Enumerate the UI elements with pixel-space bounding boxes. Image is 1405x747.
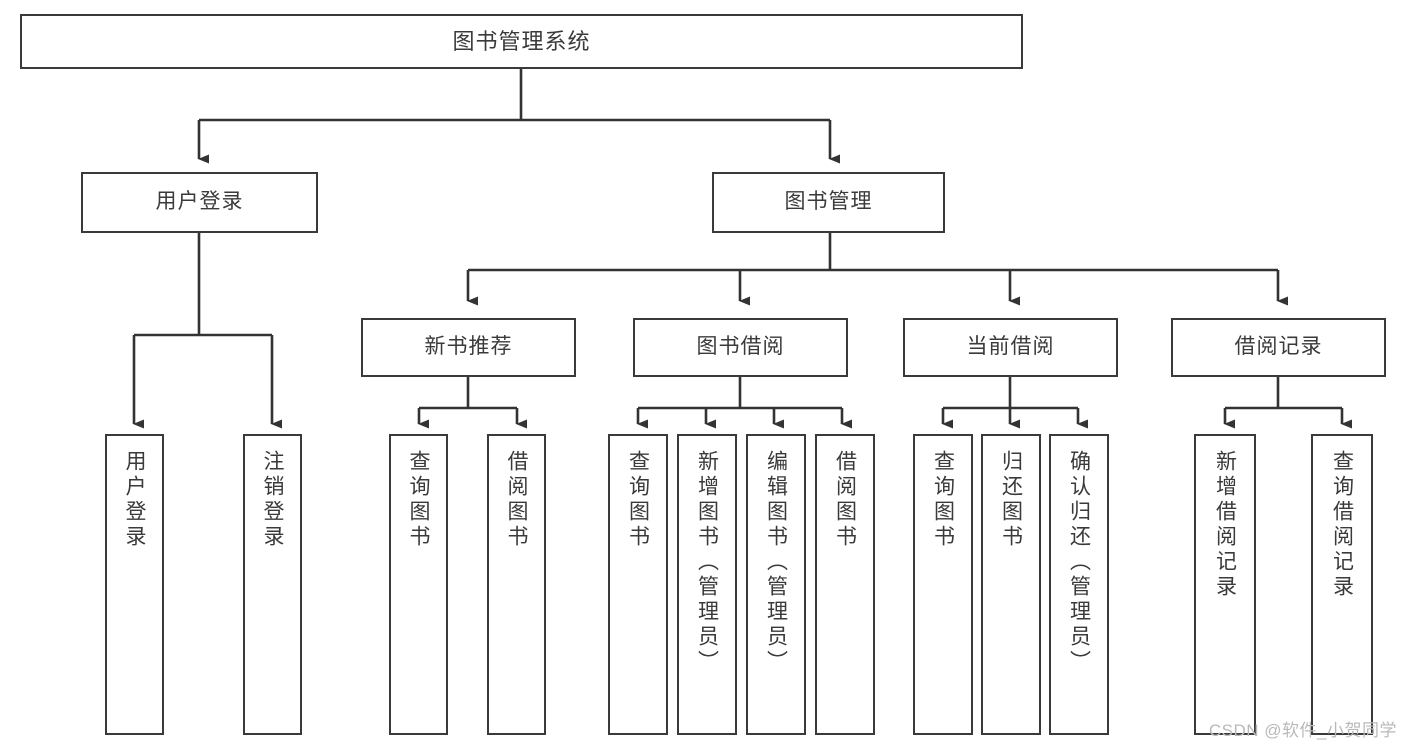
node-leaf-book-borrow-borrow[interactable]: 借阅图书 [815,434,875,735]
node-leaf-book-borrow-add-label: 新增图书（管理员） [695,450,719,675]
node-leaf-user-login-logout[interactable]: 注销登录 [243,434,302,735]
node-leaf-book-borrow-query[interactable]: 查询图书 [608,434,668,735]
node-book-borrow[interactable]: 图书借阅 [633,318,848,377]
node-book-borrow-label: 图书借阅 [696,335,785,359]
node-leaf-current-borrow-query[interactable]: 查询图书 [913,434,973,735]
csdn-watermark: CSDN @软件_小贺同学 [1208,721,1397,740]
node-leaf-borrow-record-add[interactable]: 新增借阅记录 [1194,434,1256,735]
node-leaf-user-login-login[interactable]: 用户登录 [105,434,164,735]
node-leaf-book-borrow-query-label: 查询图书 [626,450,650,550]
node-leaf-new-book-borrow-label: 借阅图书 [505,450,528,550]
node-leaf-new-book-borrow[interactable]: 借阅图书 [487,434,546,735]
node-leaf-current-borrow-return-label: 归还图书 [999,450,1023,550]
node-borrow-record[interactable]: 借阅记录 [1171,318,1386,377]
node-leaf-borrow-record-query-label: 查询借阅记录 [1330,450,1354,600]
node-leaf-new-book-query-label: 查询图书 [407,450,430,550]
node-new-book-recommend[interactable]: 新书推荐 [361,318,576,377]
node-leaf-borrow-record-add-label: 新增借阅记录 [1213,450,1237,600]
node-leaf-book-borrow-add[interactable]: 新增图书（管理员） [677,434,737,735]
node-leaf-current-borrow-confirm-label: 确认归还（管理员） [1067,450,1091,675]
node-new-book-recommend-label: 新书推荐 [424,335,513,359]
node-leaf-book-borrow-edit-label: 编辑图书（管理员） [764,450,788,675]
node-book-manage-label: 图书管理 [784,190,873,214]
node-leaf-user-login-login-label: 用户登录 [123,450,146,550]
node-borrow-record-label: 借阅记录 [1234,335,1323,359]
node-leaf-current-borrow-confirm[interactable]: 确认归还（管理员） [1049,434,1109,735]
node-user-login-label: 用户登录 [155,190,244,214]
node-leaf-user-login-logout-label: 注销登录 [261,450,284,550]
node-user-login[interactable]: 用户登录 [81,172,318,233]
node-current-borrow[interactable]: 当前借阅 [903,318,1118,377]
node-leaf-current-borrow-query-label: 查询图书 [931,450,955,550]
node-book-manage[interactable]: 图书管理 [712,172,945,233]
node-root-system-label: 图书管理系统 [452,28,591,54]
node-leaf-book-borrow-borrow-label: 借阅图书 [833,450,857,550]
node-leaf-current-borrow-return[interactable]: 归还图书 [981,434,1041,735]
node-leaf-book-borrow-edit[interactable]: 编辑图书（管理员） [746,434,806,735]
node-leaf-borrow-record-query[interactable]: 查询借阅记录 [1311,434,1373,735]
node-leaf-new-book-query[interactable]: 查询图书 [389,434,448,735]
node-current-borrow-label: 当前借阅 [966,335,1055,359]
node-root-system[interactable]: 图书管理系统 [20,14,1023,69]
